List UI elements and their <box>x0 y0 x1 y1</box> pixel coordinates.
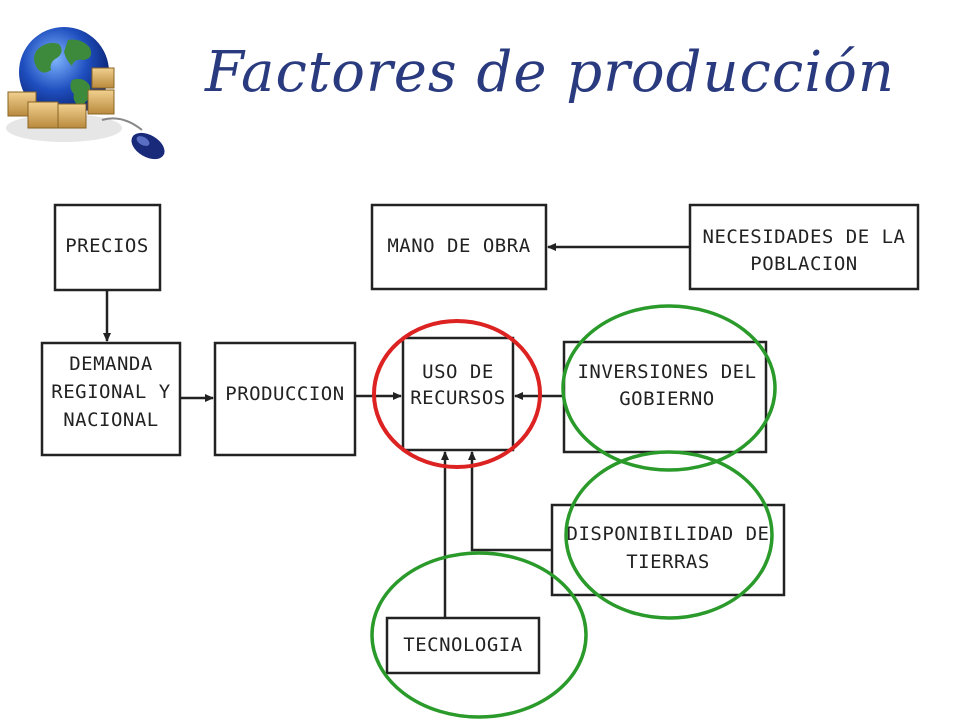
tecnologia-label: TECNOLOGIA <box>403 634 522 656</box>
disponibilidad-label-line2: TIERRAS <box>626 551 710 573</box>
highlight-circle-green-disponibilidad <box>564 450 774 620</box>
produccion-label: PRODUCCION <box>225 383 344 405</box>
highlight-circle-green-inversiones <box>561 304 777 472</box>
box-inversiones-gobierno: INVERSIONES DEL GOBIERNO <box>562 340 768 454</box>
disponibilidad-label-line1: DISPONIBILIDAD DE <box>567 523 770 545</box>
box-precios: PRECIOS <box>53 203 162 292</box>
globe-with-boxes-and-mouse-icon <box>6 27 165 160</box>
uso-recursos-label-line2: RECURSOS <box>410 387 506 409</box>
box-demanda: DEMANDA REGIONAL Y NACIONAL <box>40 341 182 457</box>
slide-title: Factores de producción <box>205 40 895 105</box>
necesidades-label-line2: POBLACION <box>750 253 857 275</box>
box-disponibilidad-tierras: DISPONIBILIDAD DE TIERRAS <box>550 503 786 597</box>
box-uso-recursos: USO DE RECURSOS <box>401 336 515 452</box>
necesidades-label-line1: NECESIDADES DE LA <box>703 226 906 248</box>
inversiones-label-line1: INVERSIONES DEL <box>577 361 756 383</box>
highlight-circle-red-uso-recursos <box>372 319 542 469</box>
demanda-label-line2: REGIONAL Y <box>51 381 170 403</box>
uso-recursos-label-line1: USO DE <box>422 361 494 383</box>
box-necesidades-poblacion: NECESIDADES DE LA POBLACION <box>688 203 920 291</box>
demanda-label-line3: NACIONAL <box>63 409 159 431</box>
demanda-label-line1: DEMANDA <box>69 353 153 375</box>
arrow-disponibilidad-uso-recursos <box>468 451 552 552</box>
precios-label: PRECIOS <box>65 235 149 257</box>
box-produccion: PRODUCCION <box>213 341 357 457</box>
box-tecnologia: TECNOLOGIA <box>385 616 541 675</box>
box-mano-de-obra: MANO DE OBRA <box>370 203 548 291</box>
mano-de-obra-label: MANO DE OBRA <box>387 235 530 257</box>
inversiones-label-line2: GOBIERNO <box>619 388 715 410</box>
highlight-circle-green-tecnologia <box>370 551 588 719</box>
